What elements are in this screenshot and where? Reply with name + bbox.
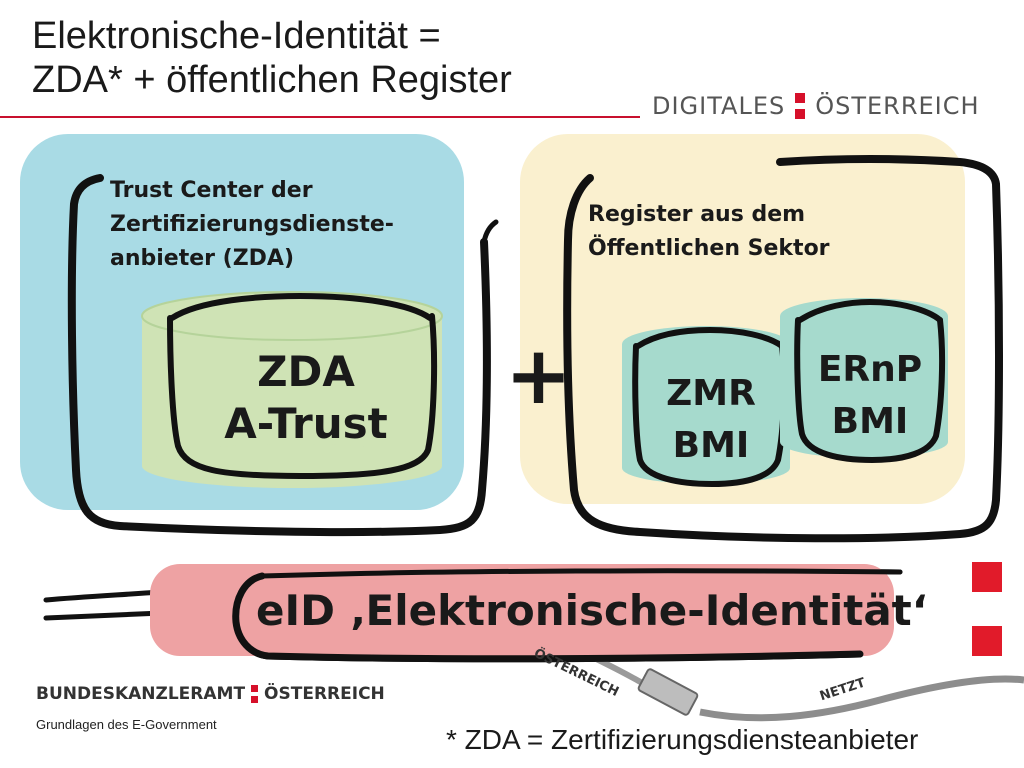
ernp-database-label: ERnP BMI — [817, 349, 923, 442]
bka-mark-icon — [251, 685, 259, 703]
digitales-oesterreich-logo: DIGITALES ÖSTERREICH — [652, 92, 980, 120]
logo-mark-icon — [795, 93, 806, 119]
red-square-icon — [972, 562, 1002, 592]
zda-database — [141, 291, 443, 488]
trust-center-label: Trust Center der Zertifizierungsdienste-… — [110, 178, 394, 271]
footnote: * ZDA = Zertifizierungsdiensteanbieter — [446, 724, 919, 755]
eid-label: eID ‚Elektronische-Identität‘ — [256, 586, 928, 635]
title-underline — [0, 116, 640, 118]
right-bracket-stroke — [563, 155, 1003, 543]
bundeskanzleramt-logo: BUNDESKANZLERAMT ÖSTERREICH — [36, 684, 385, 704]
register-label: Register aus dem Öffentlichen Sektor — [588, 202, 830, 261]
plus-operator: + — [505, 329, 573, 422]
title-line-1: Elektronische-Identität = — [32, 15, 441, 57]
eid-band — [150, 564, 894, 656]
zmr-database-label: ZMR BMI — [666, 373, 756, 466]
bka-text-right: ÖSTERREICH — [264, 684, 385, 704]
logo-text-left: DIGITALES — [652, 92, 786, 120]
ernp-database — [780, 298, 948, 464]
red-square-icon — [972, 626, 1002, 656]
slide-title: Elektronische-Identität = ZDA* + öffentl… — [32, 14, 512, 102]
title-line-2: ZDA* + öffentlichen Register — [32, 59, 512, 101]
zda-database-label: ZDA A-Trust — [224, 347, 388, 448]
logo-text-right: ÖSTERREICH — [815, 92, 980, 120]
footer-text: Grundlagen des E-Government — [36, 717, 217, 732]
left-bracket-stroke — [67, 174, 491, 537]
bka-text-left: BUNDESKANZLERAMT — [36, 684, 246, 704]
